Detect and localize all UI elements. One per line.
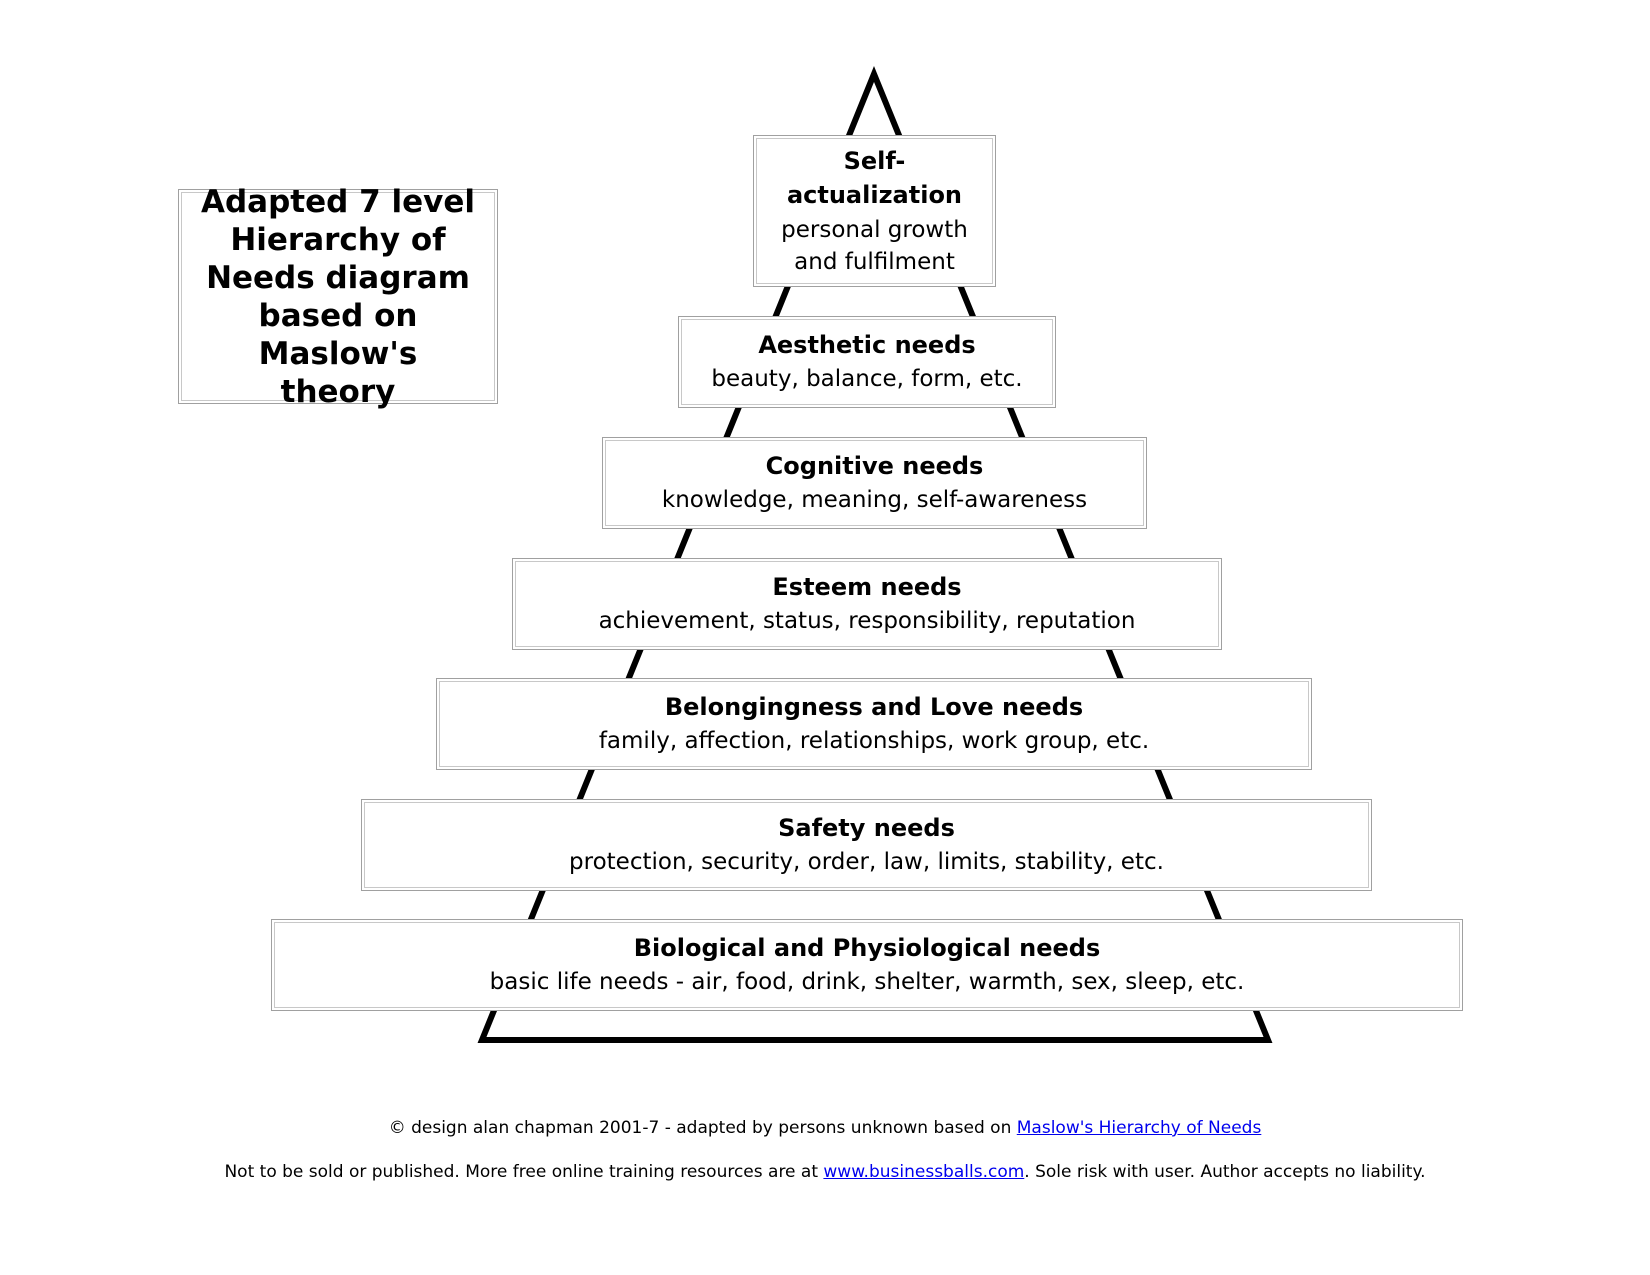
diagram-title: Adapted 7 level Hierarchy of Needs diagr… xyxy=(178,184,498,410)
level-title: Aesthetic needs xyxy=(758,331,976,359)
level-description: beauty, balance, form, etc. xyxy=(711,366,1023,392)
level-title: Cognitive needs xyxy=(765,452,984,480)
level-title: Esteem needs xyxy=(772,573,962,601)
level-description: family, affection, relationships, work g… xyxy=(598,728,1150,754)
maslow-link[interactable]: Maslow's Hierarchy of Needs xyxy=(1016,1118,1262,1138)
level-biological: Biological and Physiological needs basic… xyxy=(271,919,1463,1011)
copyright-text: © design alan chapman 2001-7 - adapted b… xyxy=(388,1118,1017,1138)
disclaimer-text: Not to be sold or published. More free o… xyxy=(224,1162,824,1182)
level-title: Biological and Physiological needs xyxy=(633,934,1101,962)
copyright-line: © design alan chapman 2001-7 - adapted b… xyxy=(0,1118,1650,1138)
level-description: personal growth xyxy=(781,217,968,243)
disclaimer-line: Not to be sold or published. More free o… xyxy=(0,1162,1650,1182)
level-aesthetic: Aesthetic needs beauty, balance, form, e… xyxy=(678,316,1056,408)
level-safety: Safety needs protection, security, order… xyxy=(361,799,1372,891)
level-description: basic life needs - air, food, drink, she… xyxy=(489,969,1245,995)
level-description: and fulfilment xyxy=(794,249,955,275)
disclaimer-suffix: . Sole risk with user. Author accepts no… xyxy=(1024,1162,1426,1182)
level-esteem: Esteem needs achievement, status, respon… xyxy=(512,558,1222,650)
level-cognitive: Cognitive needs knowledge, meaning, self… xyxy=(602,437,1147,529)
level-title: Safety needs xyxy=(778,814,955,842)
level-title: Belongingness and Love needs xyxy=(664,693,1084,721)
level-description: knowledge, meaning, self-awareness xyxy=(661,487,1088,513)
level-title: actualization xyxy=(786,181,963,209)
level-self-actualization: Self- actualization personal growth and … xyxy=(753,135,996,287)
level-description: achievement, status, responsibility, rep… xyxy=(598,608,1136,634)
businessballs-link[interactable]: www.businessballs.com xyxy=(823,1162,1025,1182)
level-belongingness: Belongingness and Love needs family, aff… xyxy=(436,678,1312,770)
level-title: Self- xyxy=(843,147,906,175)
level-description: protection, security, order, law, limits… xyxy=(569,849,1164,875)
